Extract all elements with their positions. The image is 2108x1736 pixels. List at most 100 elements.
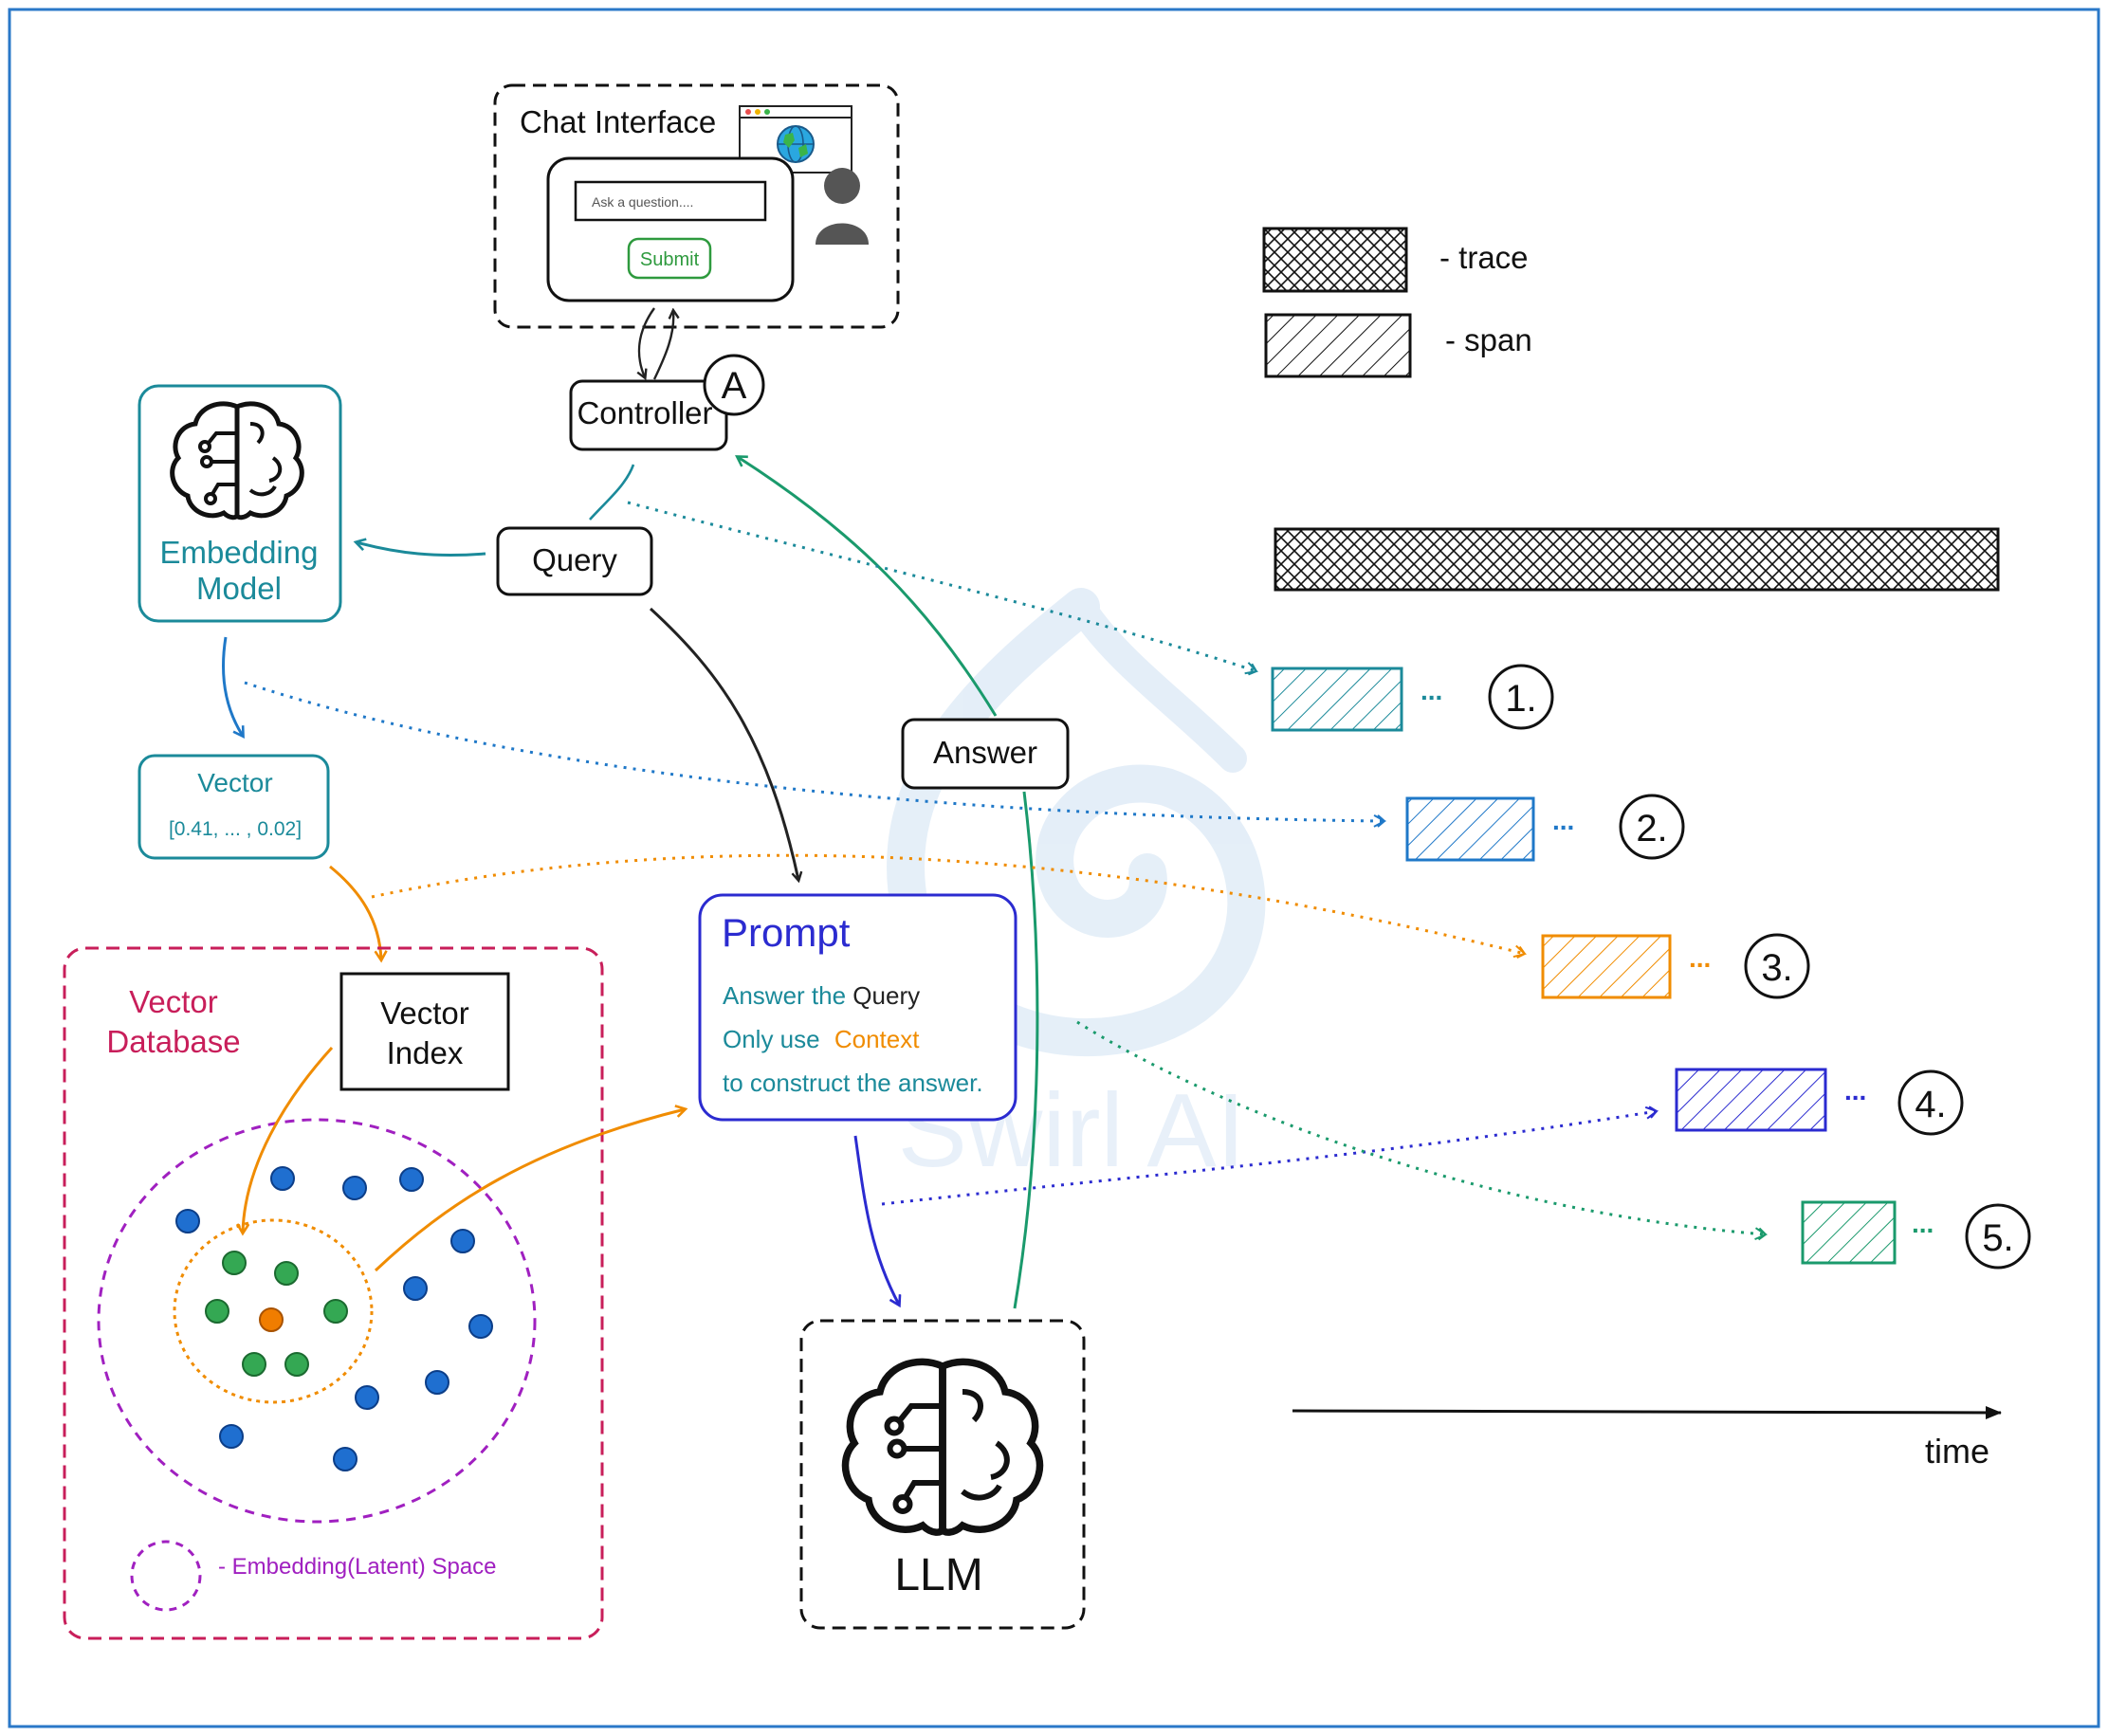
- embedding-space-legend-label: - Embedding(Latent) Space: [218, 1554, 497, 1580]
- point-blue: [175, 1209, 200, 1233]
- prompt-line-1-a: Answer the: [723, 981, 852, 1010]
- vector-database-label-2: Database: [106, 1024, 240, 1059]
- point-green: [284, 1352, 309, 1377]
- user-avatar-icon: [816, 168, 869, 245]
- index-to-neighbors-arrow: [243, 1046, 334, 1233]
- vector-box: [137, 754, 330, 860]
- span-3-number-circle: [1744, 933, 1810, 999]
- watermark-logo: [887, 588, 1266, 1057]
- prompt-line-2: Only use Context: [723, 1025, 920, 1053]
- span-2-number: 2.: [1636, 808, 1667, 850]
- outer-frame: [8, 8, 2100, 1728]
- prompt-line-2-b: Context: [834, 1025, 920, 1053]
- span-5: ... 5.: [1801, 1200, 2031, 1270]
- neighbors-to-prompt-arrow: [374, 1109, 685, 1272]
- prompt-title: Prompt: [722, 910, 851, 955]
- span-3: ... 3.: [1541, 933, 1810, 999]
- span-1-connector: [627, 501, 1258, 676]
- vector-database-label-1: Vector: [129, 984, 218, 1019]
- point-blue: [450, 1229, 475, 1253]
- span-5-bar: [1801, 1200, 1897, 1265]
- span-4-number: 4.: [1915, 1084, 1946, 1125]
- span-2-number-circle: [1619, 794, 1685, 860]
- span-3-ellipsis: ...: [1689, 943, 1711, 973]
- brain-icon: [170, 401, 304, 521]
- span-4-ellipsis: ...: [1844, 1076, 1866, 1106]
- span-1-number: 1.: [1505, 678, 1536, 720]
- span-1: ... 1.: [1271, 664, 1554, 732]
- vector-index-box: [339, 972, 510, 1091]
- span-3-number: 3.: [1761, 947, 1792, 989]
- prompt-line-1-b: Query: [852, 981, 920, 1010]
- point-blue: [425, 1370, 449, 1395]
- span-4: ... 4.: [1675, 1068, 1964, 1136]
- globe-icon: [777, 125, 815, 163]
- prompt-line-3: to construct the answer.: [723, 1069, 983, 1097]
- span-1-bar: [1271, 667, 1403, 732]
- prompt-box: [698, 893, 1017, 1122]
- ask-question-input[interactable]: [574, 180, 767, 222]
- point-blue: [355, 1385, 379, 1410]
- point-blue: [219, 1424, 244, 1449]
- span-1-number-circle: [1488, 664, 1554, 730]
- submit-button-label: Submit: [640, 249, 700, 270]
- query-label: Query: [532, 542, 617, 577]
- controller-label: Controller: [577, 395, 712, 430]
- embedding-space-circle: [97, 1118, 537, 1524]
- span-4-bar: [1675, 1068, 1827, 1132]
- time-axis-label: time: [1925, 1432, 1989, 1471]
- controller-query-connector: [589, 464, 635, 521]
- chat-to-controller-arrow: [639, 307, 655, 377]
- span-2-ellipsis: ...: [1552, 806, 1574, 835]
- span-5-number: 5.: [1982, 1217, 2013, 1259]
- llm-brain-icon: [841, 1358, 1044, 1536]
- point-green: [323, 1299, 348, 1324]
- llm-to-answer-line: [1013, 791, 1039, 1309]
- query-to-prompt-arrow: [649, 607, 798, 880]
- embedding-model-box: [137, 384, 342, 623]
- prompt-line-1: Answer the Query: [723, 981, 920, 1010]
- chat-window: [546, 156, 795, 302]
- time-axis-arrow: [1292, 1405, 2002, 1419]
- chat-interface-title: Chat Interface: [520, 104, 716, 139]
- answer-box: [901, 718, 1070, 790]
- controller-badge: [703, 354, 765, 416]
- ask-question-placeholder: Ask a question....: [592, 194, 693, 210]
- span-5-number-circle: [1965, 1203, 2031, 1270]
- point-blue: [403, 1276, 428, 1301]
- point-query-orange: [259, 1307, 284, 1332]
- embedding-to-vector-arrow: [221, 636, 243, 736]
- vector-index-label-1: Vector: [380, 996, 469, 1031]
- span-5-ellipsis: ...: [1912, 1209, 1934, 1238]
- span-2-connector: [244, 681, 1387, 828]
- point-blue: [270, 1166, 295, 1191]
- embedding-model-label-1: Embedding: [160, 535, 319, 570]
- query-to-embedding-arrow: [357, 542, 486, 557]
- legend-trace-label: - trace: [1439, 240, 1529, 275]
- embedding-points: [175, 1166, 493, 1471]
- span-2: ... 2.: [1405, 794, 1685, 862]
- legend-span-label: - span: [1445, 322, 1532, 357]
- llm-label: LLM: [894, 1550, 982, 1600]
- chat-interface-frame: [493, 83, 900, 329]
- vector-to-index-arrow: [329, 865, 381, 959]
- span-1-ellipsis: ...: [1421, 676, 1442, 705]
- query-box: [496, 526, 653, 596]
- span-3-bar: [1541, 934, 1672, 999]
- answer-to-controller-arrow: [738, 457, 998, 717]
- llm-frame: [799, 1319, 1086, 1630]
- embedding-space-legend-icon: [130, 1540, 202, 1612]
- point-green: [242, 1352, 266, 1377]
- prompt-to-llm-arrow: [853, 1135, 899, 1305]
- point-blue: [342, 1176, 367, 1200]
- span-4-number-circle: [1897, 1069, 1964, 1136]
- controller-to-chat-arrow: [652, 311, 673, 380]
- embedding-model-label-2: Model: [196, 571, 282, 606]
- point-blue: [399, 1167, 424, 1192]
- controller-box: [569, 379, 728, 451]
- controller-badge-label: A: [722, 365, 747, 407]
- span-2-bar: [1405, 796, 1535, 862]
- submit-button[interactable]: [627, 237, 712, 280]
- point-blue: [468, 1314, 493, 1339]
